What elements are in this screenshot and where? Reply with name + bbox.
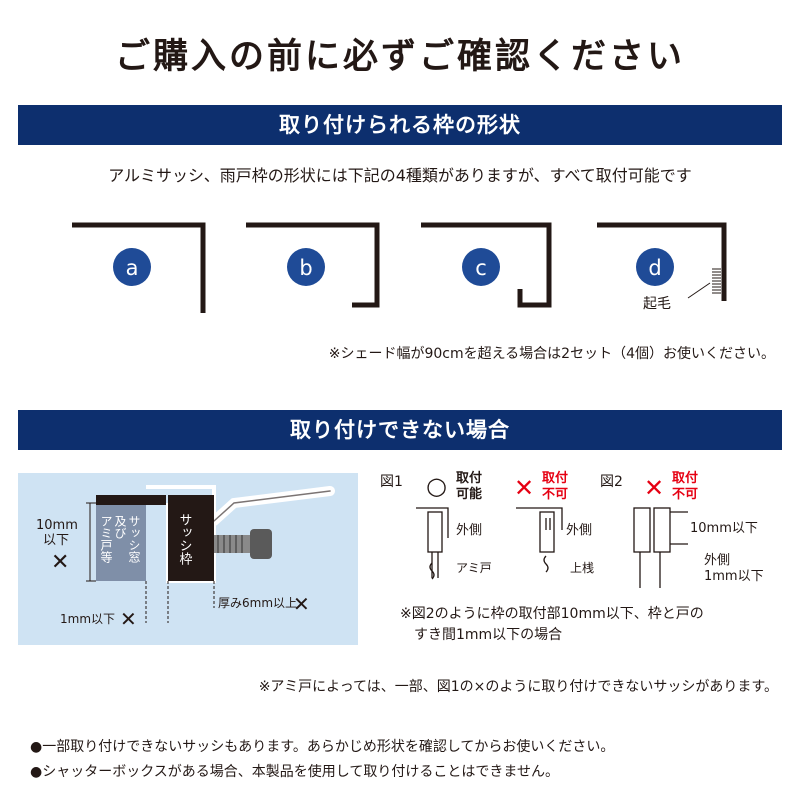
caution-list: ●一部取り付けできないサッシもあります。あらかじめ形状を確認してからお使いくださ… <box>30 735 614 785</box>
section-header-not-installable: 取り付けできない場合 <box>18 410 782 450</box>
caution-item: ●シャッターボックスがある場合、本製品を使用して取り付けることはできません。 <box>30 764 559 780</box>
fig1-ok-icon: ○ <box>426 472 447 500</box>
fig2-ng-text-1: 取付 <box>672 470 698 486</box>
height-limit-sub-label: 以下 <box>43 533 69 548</box>
fig1-label: 図1 <box>380 474 403 490</box>
fig1-ng-text-1: 取付 <box>542 470 568 486</box>
fig2-outside-label: 外側 <box>704 553 730 568</box>
shape-label-a: a <box>126 256 139 280</box>
frame-shapes-diagram: a b c d 起毛 <box>72 222 727 313</box>
thickness-limit-cross-icon: ✕ <box>293 592 310 616</box>
fig1-ng-icon: ✕ <box>514 474 534 502</box>
two-set-note: ※シェード幅が90cmを超える場合は2セット（4個）お使いください。 <box>328 346 775 362</box>
shape-label-c: c <box>475 256 487 280</box>
fig1-ng-text-2: 不可 <box>542 487 568 502</box>
fig1-ok-text-2: 可能 <box>456 486 482 502</box>
sash-window-label-col3: アミ戸等 <box>99 515 113 563</box>
fig1-screen-label: アミ戸 <box>456 561 492 575</box>
frame-shape-b: b <box>246 222 380 308</box>
fig2-gap-label: 1mm以下 <box>704 569 764 584</box>
fig2-ng-text-2: 不可 <box>672 487 698 502</box>
fig1-outside-label: 外側 <box>456 523 482 538</box>
fig1-ok-text-1: 取付 <box>456 470 482 486</box>
fig2-depth-label: 10mm以下 <box>690 521 758 536</box>
fig1-fig2-diagram: 図1 ○ 取付 可能 ✕ 取付 不可 外側 アミ戸 外側 上桟 図2 ✕ 取付 … <box>380 470 764 588</box>
fig2-ng-icon: ✕ <box>644 474 664 502</box>
sash-window-label-col1: サッシ窓 <box>127 515 141 563</box>
frame-shape-d: d 起毛 <box>597 222 727 312</box>
pile-annotation: 起毛 <box>643 296 671 312</box>
sash-window-label-col2: 及び <box>113 515 127 539</box>
screen-door-note: ※アミ戸によっては、一部、図1の×のように取り付けできないサッシがあります。 <box>258 679 778 695</box>
section-header-compatible-frames: 取り付けられる枠の形状 <box>18 105 782 145</box>
height-limit-label: 10mm <box>36 518 78 533</box>
fig1-frame-label: 上桟 <box>570 561 594 575</box>
gap-limit-label: 1mm以下 <box>60 612 115 626</box>
frame-shape-a: a <box>72 222 206 313</box>
compatible-frames-description: アルミサッシ、雨戸枠の形状には下記の4種類がありますが、すべて取付可能です <box>108 166 692 185</box>
shape-label-b: b <box>299 256 312 280</box>
fig2-label: 図2 <box>600 474 623 490</box>
clearance-diagram: 10mm 以下 ✕ サッシ枠 サッシ窓 及び アミ戸等 1mm以下 ✕ 厚み6m… <box>18 473 358 645</box>
fig2-note-line1: ※図2のように枠の取付部10mm以下、枠と戸の <box>400 606 704 622</box>
fig1-outside-label-ng: 外側 <box>566 523 592 538</box>
page-title: ご購入の前に必ずご確認ください <box>114 37 685 77</box>
thickness-limit-label: 厚み6mm以上 <box>218 596 297 610</box>
caution-item: ●一部取り付けできないサッシもあります。あらかじめ形状を確認してからお使いくださ… <box>30 739 615 755</box>
gap-limit-cross-icon: ✕ <box>120 607 137 631</box>
fig2-note-line2: すき間1mm以下の場合 <box>414 627 563 643</box>
height-limit-cross-icon: ✕ <box>51 550 69 575</box>
sash-frame-label: サッシ枠 <box>177 513 193 565</box>
frame-shape-c: c <box>421 222 552 308</box>
shape-label-d: d <box>648 256 661 280</box>
